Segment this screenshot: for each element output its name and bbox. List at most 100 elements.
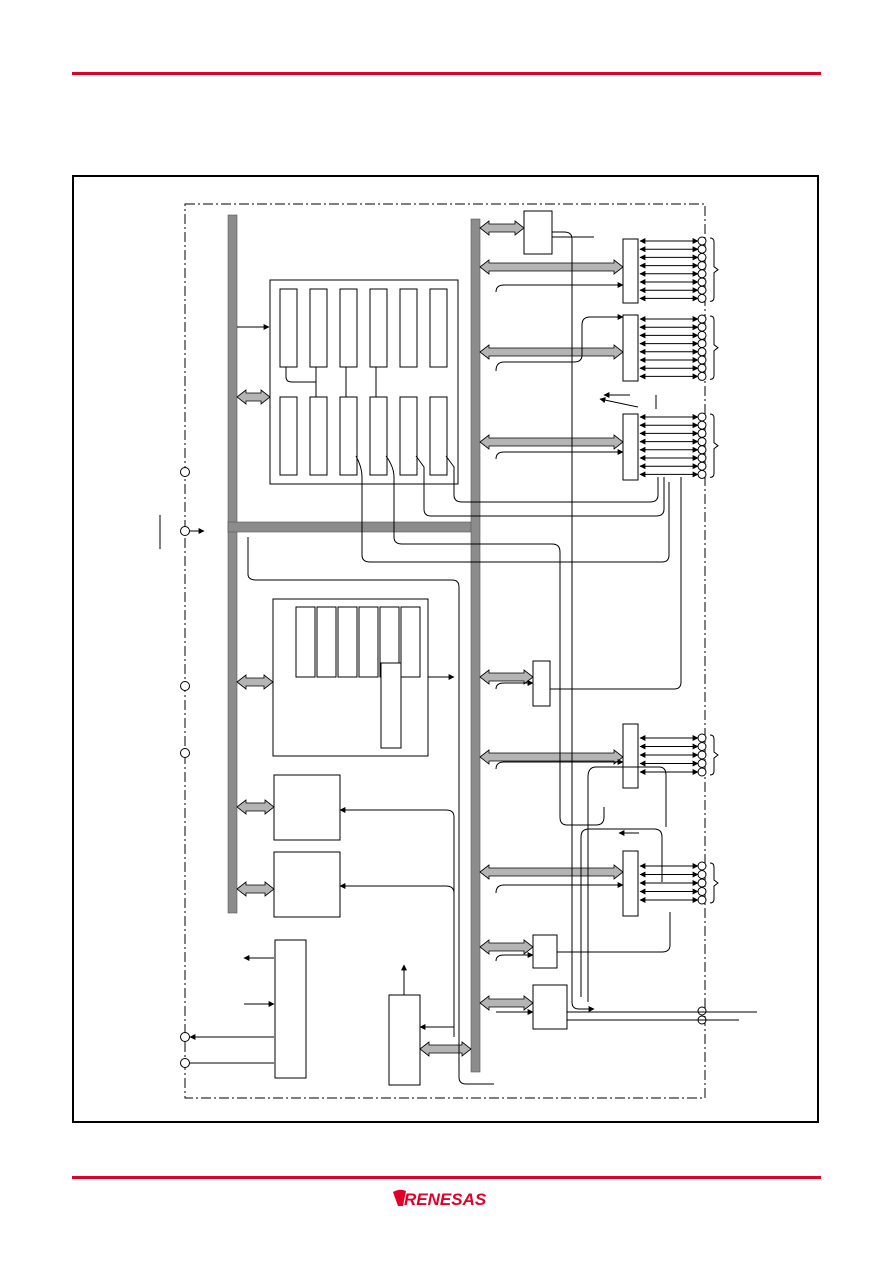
pin-5-2 [697, 870, 707, 879]
interrupt-controller-box [388, 994, 421, 1086]
pin-3-7 [697, 461, 707, 471]
pin-2-4 [697, 339, 707, 349]
pin-brace-4 [709, 734, 719, 776]
upper-column-bottom-6 [429, 396, 448, 476]
pin-3-1 [697, 412, 707, 422]
pin-1-8 [697, 293, 707, 303]
pin-group-4 [639, 733, 719, 777]
memory-block-upper [269, 279, 459, 485]
pin-4-4 [697, 759, 707, 768]
pin-2-2 [697, 322, 707, 332]
upper-column-bottom-3 [339, 396, 358, 476]
pin-left-3 [180, 681, 190, 691]
pin-right-extra-1 [697, 1006, 707, 1016]
pin-4-3 [697, 750, 707, 760]
top-rule [72, 72, 821, 75]
pin-left-1 [180, 467, 190, 477]
block-diagram-frame [72, 175, 819, 1123]
function-box-lower [273, 851, 341, 918]
bus-arrow-6 [479, 220, 525, 236]
pin-left-5 [180, 1032, 190, 1042]
bus-arrow-2 [236, 674, 274, 690]
pin-brace-5 [709, 862, 719, 904]
pin-2-6 [697, 355, 707, 365]
upper-column-bottom-5 [399, 396, 418, 476]
pin-1-4 [697, 261, 707, 271]
pin-5-1 [697, 861, 707, 871]
memory-block-upper-frame [269, 279, 459, 485]
upper-column-bottom-4 [369, 396, 388, 476]
pin-4-5 [697, 767, 707, 777]
pin-left-4 [180, 748, 190, 758]
pin-3-6 [697, 453, 707, 463]
lower-column-2 [316, 606, 337, 678]
bus-arrow-1 [236, 389, 271, 405]
horizontal-bus [227, 521, 478, 533]
bus-arrow-3 [236, 799, 275, 815]
bus-arrow-12 [479, 864, 624, 880]
pin-5-4 [697, 887, 707, 896]
upper-column-top-1 [279, 288, 298, 368]
peripheral-box-low [532, 934, 558, 969]
pin-1-6 [697, 277, 707, 287]
clock-generator-box [274, 939, 307, 1079]
bus-arrow-13 [479, 939, 534, 955]
bus-arrow-10 [479, 669, 534, 685]
pin-group-3 [639, 412, 719, 479]
peripheral-box-top [523, 210, 553, 255]
pin-3-4 [697, 437, 707, 447]
bus-arrow-5 [419, 1041, 472, 1057]
signal-lines [159, 231, 757, 1085]
pin-2-7 [697, 363, 707, 373]
pin-3-5 [697, 445, 707, 455]
pin-left-2 [180, 526, 190, 536]
upper-column-top-2 [309, 288, 328, 368]
function-box-upper [273, 774, 341, 841]
peripheral-box-bottom [532, 984, 568, 1030]
upper-column-top-4 [369, 288, 388, 368]
bus-arrow-9 [479, 434, 624, 450]
lower-column-6 [400, 606, 421, 678]
bottom-rule [72, 1176, 821, 1179]
pin-1-1 [697, 236, 707, 246]
pin-brace-2 [709, 315, 719, 380]
bus-arrow-7 [479, 259, 624, 275]
port-block-2 [622, 314, 639, 382]
peripheral-box-mid [532, 660, 551, 707]
chip-boundary [184, 203, 706, 1099]
port-block-1 [622, 238, 639, 304]
pin-brace-1 [709, 237, 719, 302]
pin-1-5 [697, 269, 707, 279]
port-block-3 [622, 413, 639, 481]
pin-group-1 [639, 236, 719, 303]
pin-3-8 [697, 469, 707, 479]
pin-4-2 [697, 742, 707, 751]
register-tall-column [380, 662, 402, 749]
bus-arrow-14 [479, 995, 534, 1011]
pin-1-2 [697, 244, 707, 254]
upper-column-top-6 [429, 288, 448, 368]
pin-5-5 [697, 895, 707, 905]
logo-text: RENESAS [404, 1190, 487, 1209]
pin-4-1 [697, 733, 707, 743]
lower-column-1 [295, 606, 316, 678]
bus-arrow-4 [236, 881, 275, 897]
pin-2-5 [697, 347, 707, 357]
port-block-4 [622, 723, 639, 789]
lower-column-4 [358, 606, 379, 678]
renesas-logo: RENESAS [393, 1189, 487, 1209]
pin-brace-3 [709, 413, 719, 478]
pin-2-1 [697, 314, 707, 324]
block-diagram [159, 203, 757, 1099]
pin-left-6 [180, 1058, 190, 1068]
pin-group-2 [639, 314, 719, 381]
port-block-5 [622, 850, 639, 917]
pin-1-3 [697, 252, 707, 262]
right-vertical-bus [470, 218, 481, 1073]
bus-arrow-8 [479, 344, 624, 360]
memory-block-lower [272, 598, 429, 757]
lower-column-3 [337, 606, 358, 678]
pin-5-3 [697, 878, 707, 888]
pin-2-3 [697, 330, 707, 340]
upper-column-bottom-1 [279, 396, 298, 476]
